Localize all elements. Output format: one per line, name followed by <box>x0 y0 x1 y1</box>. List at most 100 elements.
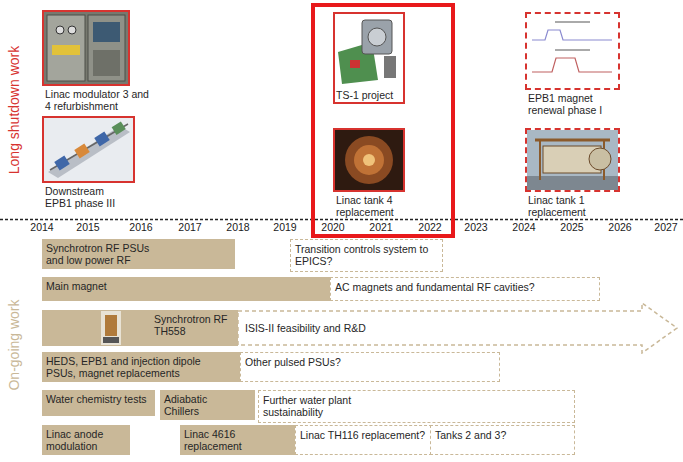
work-label: Transition controls system to EPICS? <box>295 243 437 267</box>
work-bar: Adiabatic Chillers <box>160 390 255 420</box>
planned-work-box: Linac TH116 replacement? <box>295 425 432 455</box>
caption: EPB1 magnet renewal phase I <box>528 92 620 116</box>
year-label: 2015 <box>76 221 99 233</box>
caption: TS-1 project <box>336 89 393 101</box>
work-bar: Synchrotron RF PSUs and low power RF <box>42 239 235 269</box>
year-label: 2016 <box>129 221 152 233</box>
work-label: Synchrotron RF PSUs and low power RF <box>46 242 161 266</box>
waveform <box>532 30 612 40</box>
display-panel <box>93 22 120 42</box>
cabinet-panel <box>47 15 85 81</box>
work-bar: Main magnet <box>42 277 330 301</box>
image-panel: TS-1 project <box>333 12 405 104</box>
work-label: Synchrotron RF TH558 <box>154 313 234 337</box>
cabinet <box>44 12 128 84</box>
support-frame <box>535 139 610 142</box>
year-label: 2023 <box>464 221 487 233</box>
component <box>384 56 396 78</box>
dial <box>56 26 64 34</box>
tank4-photo <box>335 130 403 190</box>
caption-bar <box>555 21 590 23</box>
image-frame <box>42 10 130 86</box>
magnet <box>54 156 70 171</box>
work-bar: Water chemistry tests <box>42 390 155 416</box>
work-label: Other pulsed PSUs? <box>245 356 341 368</box>
image-panel: Linac tank 4 replacement <box>333 128 405 219</box>
work-bar: Linac 4616 replacement <box>180 425 295 455</box>
waveform <box>532 58 612 72</box>
component <box>350 60 360 68</box>
caption: Linac tank 4 replacement <box>336 194 406 218</box>
kicker-waveforms <box>532 22 612 72</box>
year-label: 2027 <box>654 221 677 233</box>
arrow-shape: ISIS-II feasibility and R&D <box>237 302 678 354</box>
valve-body <box>105 315 117 336</box>
image-panel: Linac modulator 3 and 4 refurbishment <box>42 10 130 113</box>
tank-bore <box>345 136 393 184</box>
arrow-outline-shape <box>238 303 677 353</box>
image-frame <box>525 128 620 192</box>
work-label: Adiabatic Chillers <box>164 393 224 417</box>
timeline-axis <box>0 219 683 221</box>
beamline-render <box>44 118 133 181</box>
work-label: Linac TH116 replacement? <box>300 429 425 441</box>
work-bar: Linac anode modulation <box>42 425 130 455</box>
device-port <box>368 28 386 46</box>
support-frame <box>539 140 541 180</box>
render-ground <box>44 118 133 181</box>
year-label: 2026 <box>608 221 631 233</box>
section-label: Long shutdown work <box>4 10 24 210</box>
dial <box>68 26 76 34</box>
work-label: Water chemistry tests <box>46 393 147 405</box>
cabinet-door <box>93 50 120 76</box>
work-bar: Synchrotron RF TH558 <box>42 310 238 346</box>
year-label: 2019 <box>273 221 296 233</box>
year-label: 2017 <box>178 221 201 233</box>
device-body <box>362 20 392 54</box>
valve-photo <box>100 310 122 346</box>
work-label: ISIS-II feasibility and R&D <box>245 322 366 334</box>
image-panel: EPB1 magnet renewal phase I <box>525 12 620 117</box>
ts1-render <box>338 20 396 84</box>
tank1-photo <box>527 130 618 190</box>
image-panel: Downstream EPB1 phase III <box>42 116 135 210</box>
image-panel: Linac tank 1 replacement <box>525 128 620 219</box>
planned-work-box: Tanks 2 and 3? <box>430 425 575 455</box>
cabinet-panel <box>88 15 125 81</box>
work-bar: HEDS, EPB1 and injection dipole PSUs, ma… <box>42 352 240 382</box>
modulator-photo <box>44 12 128 84</box>
photo-ground <box>335 130 403 190</box>
year-label: 2025 <box>560 221 583 233</box>
caption: Linac tank 1 replacement <box>528 194 608 218</box>
caption: Linac modulator 3 and 4 refurbishment <box>45 88 155 112</box>
planned-work-box: Transition controls system to EPICS? <box>290 239 443 272</box>
tank-bore <box>354 145 384 175</box>
image-frame <box>525 12 620 90</box>
highlight-box <box>313 5 453 236</box>
work-label: Linac 4616 replacement <box>184 428 259 452</box>
warning-plate <box>52 45 80 55</box>
year-label: 2020 <box>321 221 344 233</box>
section-label: On-going work <box>4 245 24 445</box>
work-label: AC magnets and fundamental RF cavities? <box>335 281 535 293</box>
magnet <box>74 144 90 159</box>
photo-ground <box>101 311 121 345</box>
valve-base <box>103 337 119 343</box>
work-label: Tanks 2 and 3? <box>435 429 506 441</box>
work-label: HEDS, EPB1 and injection dipole PSUs, ma… <box>46 355 211 379</box>
work-label: Further water plant sustainability <box>263 394 373 418</box>
planned-work-box: Other pulsed PSUs? <box>240 352 500 382</box>
year-label: 2022 <box>418 221 441 233</box>
caption-bar <box>555 49 590 51</box>
image-frame <box>333 128 405 192</box>
tank-end <box>589 148 611 170</box>
work-label: Main magnet <box>46 280 107 292</box>
year-label: 2021 <box>369 221 392 233</box>
image-frame <box>42 116 135 183</box>
photo-ground <box>527 130 618 190</box>
magnet <box>94 132 110 147</box>
planned-work-box: AC magnets and fundamental RF cavities? <box>330 277 600 301</box>
year-label: 2018 <box>226 221 249 233</box>
tank-bore <box>363 154 375 166</box>
